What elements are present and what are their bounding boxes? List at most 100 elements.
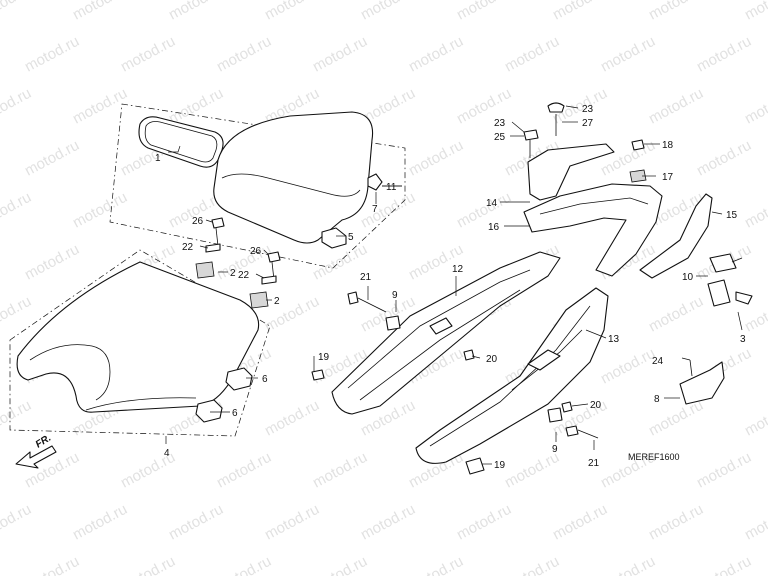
watermark-text: motod.ru [262, 293, 322, 336]
callout-23b: 23 [582, 104, 594, 115]
callout-6a: 6 [262, 374, 268, 385]
pillion-seat [213, 111, 374, 244]
callout-5: 5 [348, 232, 354, 243]
callout-9b: 9 [552, 444, 558, 455]
watermark-text: motod.ru [694, 137, 754, 180]
callout-27: 27 [582, 118, 594, 129]
right-side-cover [415, 287, 609, 464]
callout-9a: 9 [392, 290, 398, 301]
watermark-text: motod.ru [22, 137, 82, 180]
watermark-text: motod.ru [262, 501, 322, 544]
watermark-text: motod.ru [70, 85, 130, 128]
grab-handle-14 [527, 143, 615, 201]
watermark-text: motod.ru [598, 137, 658, 180]
watermark-text: motod.ru [22, 553, 82, 576]
callout-20a: 20 [486, 354, 498, 365]
watermark-text: motod.ru [646, 0, 706, 24]
watermark-text: motod.ru [598, 345, 658, 388]
rider-seat [16, 261, 260, 413]
watermark-text: motod.ru [406, 241, 466, 284]
callout-15: 15 [726, 210, 738, 221]
cushion-5 [321, 227, 347, 249]
watermark-text: motod.ru [214, 33, 274, 76]
watermark-text: motod.ru [0, 397, 34, 440]
rear-grab-frame [523, 102, 713, 279]
callout-12: 12 [452, 264, 464, 275]
callout-16: 16 [488, 222, 500, 233]
callout-10: 10 [682, 272, 694, 283]
callout-25: 25 [494, 132, 506, 143]
watermark-text: motod.ru [694, 33, 754, 76]
callout-26a: 26 [192, 216, 204, 227]
callout-24: 24 [652, 356, 664, 367]
watermark-text: motod.ru [694, 449, 754, 492]
watermark-text: motod.ru [406, 33, 466, 76]
callout-17: 17 [662, 172, 674, 183]
watermark-text: motod.ru [358, 501, 418, 544]
watermark-text: motod.ru [262, 397, 322, 440]
watermark-text: motod.ru [310, 33, 370, 76]
callout-21a: 21 [360, 272, 372, 283]
callout-20b: 20 [590, 400, 602, 411]
callout-2a: 2 [230, 268, 236, 279]
watermark-text: motod.ru [310, 449, 370, 492]
watermark-text: motod.ru [502, 33, 562, 76]
watermark-text: motod.ru [0, 85, 34, 128]
watermark-text: motod.ru [454, 0, 514, 24]
left-side-cover [331, 251, 561, 415]
callout-4: 4 [164, 448, 170, 459]
callout-19b: 19 [494, 460, 506, 471]
watermark-text: motod.ru [502, 553, 562, 576]
callout-23a: 23 [494, 118, 506, 129]
mounting-hardware-left [195, 217, 281, 309]
watermark-text: motod.ru [70, 189, 130, 232]
callout-7: 7 [372, 204, 378, 215]
callout-6b: 6 [232, 408, 238, 419]
watermark-text: motod.ru [118, 553, 178, 576]
callout-21b: 21 [588, 458, 600, 469]
watermark-text: motod.ru [22, 33, 82, 76]
watermark-text: motod.ru [166, 0, 226, 24]
watermark-text: motod.ru [550, 501, 610, 544]
watermark-text: motod.ru [310, 553, 370, 576]
watermark-text: motod.ru [550, 0, 610, 24]
watermark-text: motod.ru [406, 553, 466, 576]
callout-2b: 2 [274, 296, 280, 307]
callout-3: 3 [740, 334, 746, 345]
watermark-text: motod.ru [22, 241, 82, 284]
watermark-text: motod.ru [646, 293, 706, 336]
watermark-text: motod.ru [598, 553, 658, 576]
callout-8: 8 [654, 394, 660, 405]
seat-lock-assembly [679, 253, 753, 405]
callout-22b: 22 [238, 270, 250, 281]
watermark-text: motod.ru [454, 189, 514, 232]
watermark-text: motod.ru [0, 0, 34, 24]
watermark-text: motod.ru [70, 0, 130, 24]
callout-14: 14 [486, 198, 498, 209]
watermark-text: motod.ru [406, 137, 466, 180]
callout-26b: 26 [250, 246, 262, 257]
watermark-text: motod.ru [0, 501, 34, 544]
watermark-text: motod.ru [358, 0, 418, 24]
callout-11: 11 [386, 182, 397, 193]
lower-bolts [311, 291, 599, 475]
watermark-text: motod.ru [742, 397, 768, 440]
grab-handle-15 [639, 193, 713, 279]
callout-22a: 22 [182, 242, 194, 253]
watermark-text: motod.ru [646, 85, 706, 128]
callout-13: 13 [608, 334, 620, 345]
callout-19a: 19 [318, 352, 330, 363]
watermark-text: motod.ru [70, 501, 130, 544]
watermark-text: motod.ru [646, 501, 706, 544]
watermark-text: motod.ru [742, 189, 768, 232]
watermark-text: motod.ru [742, 0, 768, 24]
watermark-text: motod.ru [694, 553, 754, 576]
watermark-text: motod.ru [502, 449, 562, 492]
watermark-text: motod.ru [742, 85, 768, 128]
watermark-text: motod.ru [598, 33, 658, 76]
watermark-text: motod.ru [214, 553, 274, 576]
watermark-text: motod.ru [0, 293, 34, 336]
watermark-text: motod.ru [0, 189, 34, 232]
